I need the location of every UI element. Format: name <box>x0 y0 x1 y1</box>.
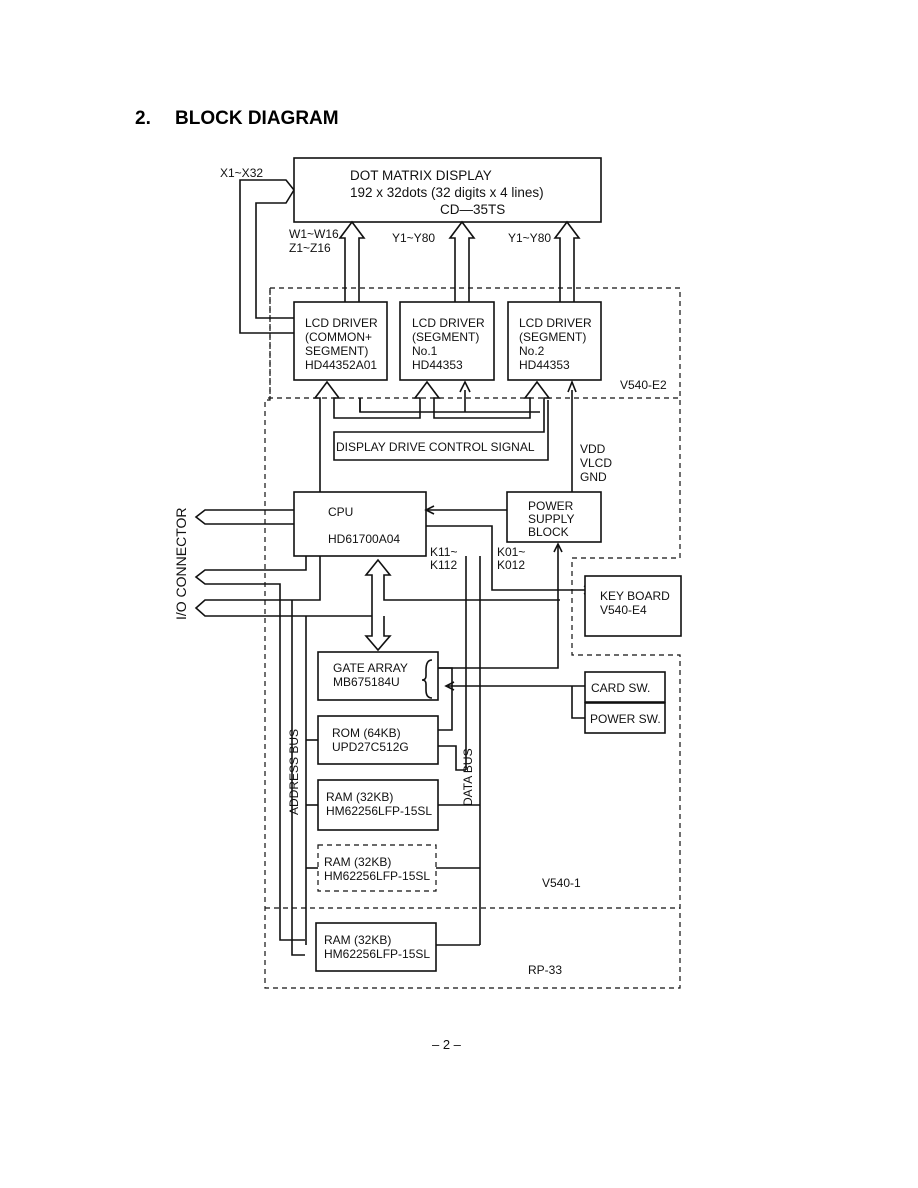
region-outline <box>264 287 681 989</box>
ram1-l1: RAM (32KB) <box>326 790 393 804</box>
power-l3: BLOCK <box>528 525 569 539</box>
signal-w1w16: W1~W16 <box>289 227 339 241</box>
display-line1: DOT MATRIX DISPLAY <box>350 168 492 183</box>
rom-box <box>317 715 439 765</box>
signal-k112: K112 <box>430 558 457 572</box>
lcd-driver-seg1-l3: No.1 <box>412 344 438 358</box>
lcd-driver-seg2-l4: HD44353 <box>519 358 570 372</box>
io-bus-3 <box>194 556 372 617</box>
signal-k11: K11~ <box>430 545 457 559</box>
display-drive-bus <box>313 380 551 492</box>
gate-to-power <box>438 545 559 669</box>
region-label-rp33: RP-33 <box>528 963 562 977</box>
display-line3: CD—35TS <box>440 202 505 217</box>
section-number: 2. <box>135 108 151 129</box>
ram2-box <box>317 844 437 892</box>
address-bus-label: ADDRESS BUS <box>287 729 301 815</box>
gate-rom-link <box>438 667 453 731</box>
system-buses <box>291 556 560 956</box>
power-l2: SUPPLY <box>528 512 574 526</box>
power-arrow <box>567 379 577 393</box>
lcd-driver-common-l4: HD44352A01 <box>305 358 377 372</box>
driver-display-buses <box>338 220 581 302</box>
signal-z1z16: Z1~Z16 <box>289 241 331 255</box>
card-sw-label: CARD SW. <box>591 681 650 695</box>
cpu-label: CPU <box>328 505 353 519</box>
rom-l2: UPD27C512G <box>332 740 409 754</box>
ram2-l2: HM62256LFP-15SL <box>324 869 430 883</box>
signal-k012: K012 <box>497 558 525 572</box>
ram3-box <box>315 922 437 972</box>
signal-vdd: VDD <box>580 442 606 456</box>
cpu-part: HD61700A04 <box>328 532 400 546</box>
signal-y1y80-b: Y1~Y80 <box>508 231 551 245</box>
section-title: BLOCK DIAGRAM <box>175 108 339 129</box>
lcd-driver-seg1-l1: LCD DRIVER <box>412 316 485 330</box>
rom-l1: ROM (64KB) <box>332 726 401 740</box>
lcd-driver-common-box <box>293 301 388 381</box>
io-connector-label: I/O CONNECTOR <box>173 507 189 620</box>
card-sw-box <box>584 671 666 703</box>
ram3-l1: RAM (32KB) <box>324 933 391 947</box>
keyboard-l1: KEY BOARD <box>600 589 670 603</box>
display-line2: 192 x 32dots (32 digits x 4 lines) <box>350 185 544 200</box>
region-label-e2: V540-E2 <box>620 378 667 392</box>
signal-k01: K01~ <box>497 545 525 559</box>
signal-gnd: GND <box>580 470 607 484</box>
lcd-driver-common-l3: SEGMENT) <box>305 344 368 358</box>
data-bus-label: DATA BUS <box>461 748 475 806</box>
region-label-v1: V540-1 <box>542 876 581 890</box>
ram1-box <box>317 779 439 831</box>
lcd-driver-seg1-box <box>399 301 495 381</box>
lcd-driver-seg1-l4: HD44353 <box>412 358 463 372</box>
gate-array-brace <box>421 659 433 699</box>
lcd-driver-seg2-l3: No.2 <box>519 344 545 358</box>
gate-array-box <box>317 651 439 701</box>
signal-display-drive: DISPLAY DRIVE CONTROL SIGNAL <box>336 440 535 454</box>
keyboard-box <box>584 575 682 637</box>
power-cpu-arrow <box>424 505 435 515</box>
rom-data <box>438 745 466 771</box>
gate-power-arrow <box>553 542 563 553</box>
power-supply-box <box>506 491 602 543</box>
ram2-l1: RAM (32KB) <box>324 855 391 869</box>
page-number: – 2 – <box>432 1037 462 1052</box>
lcd-driver-seg2-l1: LCD DRIVER <box>519 316 592 330</box>
power-sw-box <box>584 702 666 734</box>
signal-x1x32: X1~X32 <box>220 166 263 180</box>
keyboard-l2: V540-E4 <box>600 603 647 617</box>
lcd-driver-seg2-box <box>507 301 602 381</box>
gate-array-l1: GATE ARRAY <box>333 661 408 675</box>
signal-y1y80-a: Y1~Y80 <box>392 231 435 245</box>
gate-array-l2: MB675184U <box>333 675 400 689</box>
ram1-l2: HM62256LFP-15SL <box>326 804 432 818</box>
io-bus-2 <box>194 556 307 941</box>
power-sw-line <box>571 686 585 719</box>
ram3-l2: HM62256LFP-15SL <box>324 947 430 961</box>
bus-x-inner <box>255 189 295 319</box>
bus-x-outer <box>239 179 295 334</box>
cpu-box <box>293 491 427 557</box>
region-boundaries <box>264 287 681 989</box>
lcd-driver-common-l1: LCD DRIVER <box>305 316 378 330</box>
lcd-driver-seg2-l2: (SEGMENT) <box>519 330 586 344</box>
power-sw-label: POWER SW. <box>590 712 661 726</box>
lcd-driver-seg1-l2: (SEGMENT) <box>412 330 479 344</box>
io-bus-1 <box>194 509 294 525</box>
signal-vlcd: VLCD <box>580 456 612 470</box>
power-l1: POWER <box>528 499 574 513</box>
dot-matrix-display-box <box>293 157 602 223</box>
lcd-driver-common-l2: (COMMON+ <box>305 330 372 344</box>
k11-line <box>426 525 590 591</box>
